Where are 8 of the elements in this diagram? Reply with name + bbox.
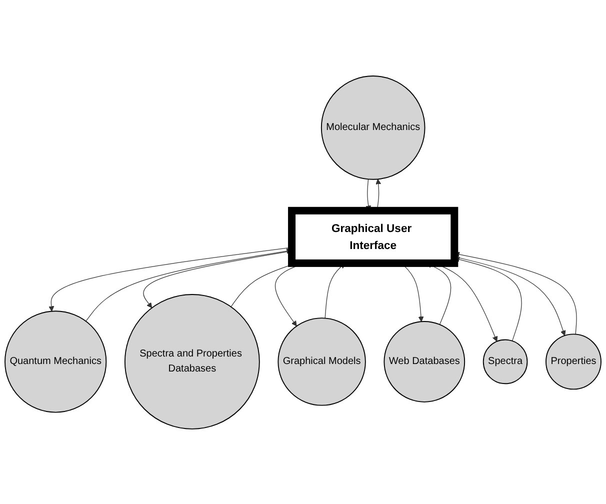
node-circle: Graphical Models bbox=[278, 317, 366, 406]
node-circle: Spectra and Properties Databases bbox=[124, 294, 260, 429]
node-box: Graphical User Interface bbox=[288, 206, 458, 266]
node-circle: Molecular Mechanics bbox=[320, 75, 426, 180]
node-circle: Web Databases bbox=[384, 320, 466, 402]
node-circle: Properties bbox=[546, 333, 602, 390]
node-circle: Spectra bbox=[482, 338, 528, 384]
node-circle: Quantum Mechanics bbox=[4, 310, 107, 412]
